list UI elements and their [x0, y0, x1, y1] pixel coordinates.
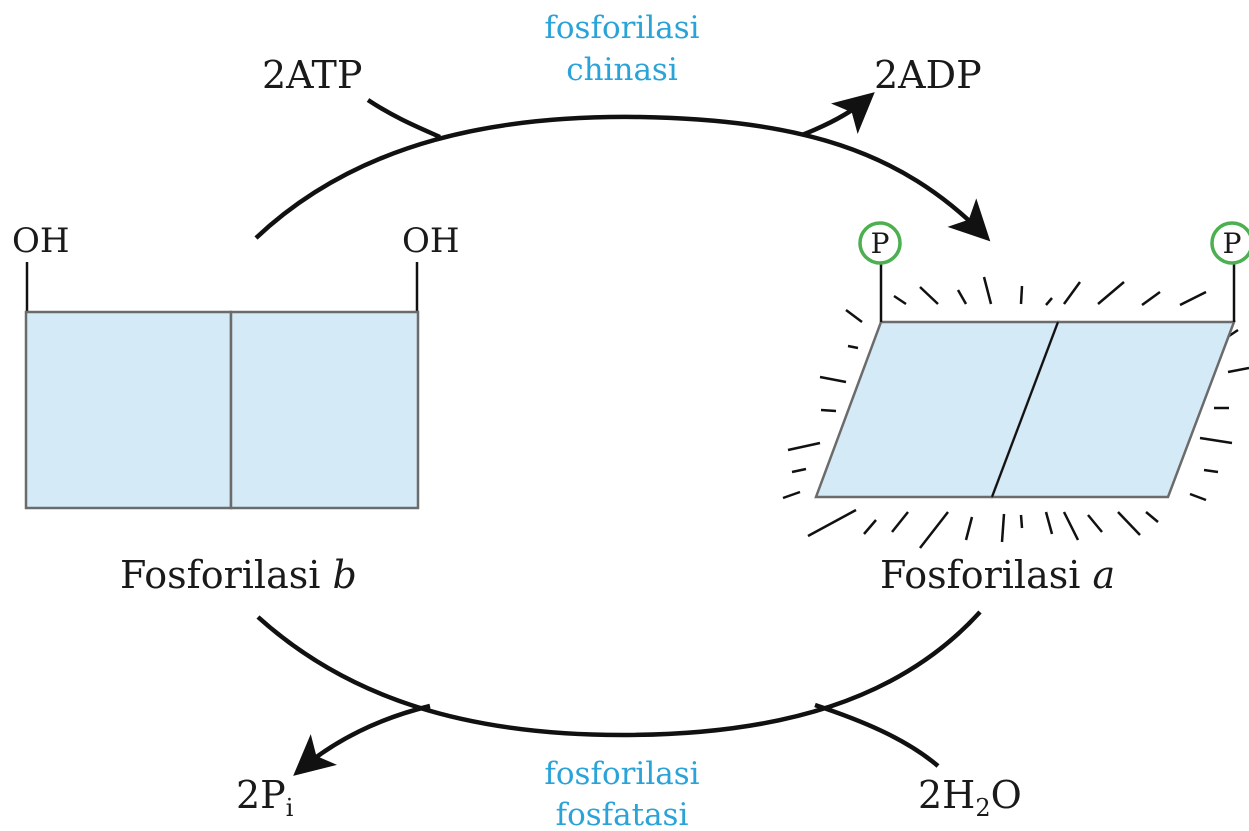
top-enzyme-line2: chinasi	[566, 52, 678, 88]
top-enzyme-line1: fosforilasi	[544, 10, 699, 46]
bottom-enzyme-line1: fosforilasi	[544, 756, 699, 792]
adp-exit-arrow	[802, 98, 868, 135]
phosphorylase-b-subunit-left	[26, 312, 231, 508]
oh-group-right: OH	[402, 221, 460, 261]
oh-group-left: OH	[12, 221, 70, 261]
bottom-enzyme-line2: fosfatasi	[556, 797, 689, 831]
phosphorylase-b-label: Fosforilasi b	[120, 553, 357, 597]
bottom-cycle-arc	[258, 612, 980, 735]
top-cycle-arrow	[256, 117, 984, 238]
phosphate-symbol-right: P	[1223, 227, 1242, 260]
bottom-output-2pi: 2Pi	[236, 773, 294, 822]
phosphorylase-b-subunit-right	[231, 312, 418, 508]
h2o-entry-line	[815, 705, 938, 766]
phosphorylase-a-label: Fosforilasi a	[880, 553, 1115, 597]
top-input-2atp: 2ATP	[262, 53, 362, 97]
phosphate-symbol-left: P	[871, 227, 890, 260]
atp-entry-line	[368, 100, 440, 137]
top-output-2adp: 2ADP	[874, 53, 982, 97]
pi-exit-arrow	[300, 706, 430, 770]
bottom-input-2h2o: 2H2O	[918, 773, 1022, 822]
